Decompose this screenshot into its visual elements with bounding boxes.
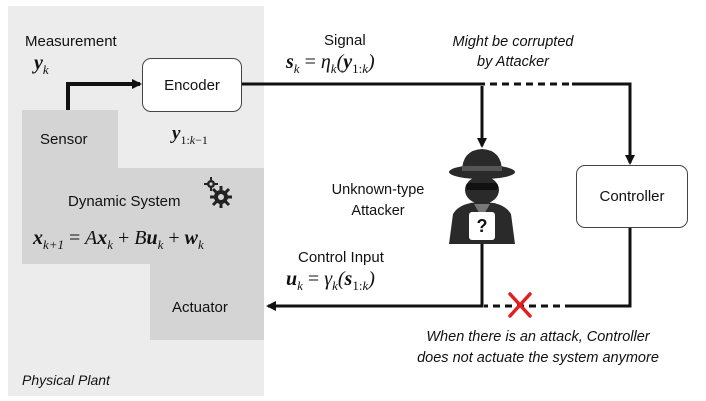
controller-box: Controller [576,165,688,228]
attacker-question-mark: ? [476,216,488,236]
signal-to-controller-wire [572,82,635,165]
measurement-wire [66,79,142,110]
attack-note-line1: When there is an attack, Controller [426,329,650,345]
sensor-label: Sensor [40,131,88,148]
dynamic-system-block [22,168,264,264]
dynamics-equation: xk+1 = Axk + Buk + wk [33,227,204,252]
corrupted-note-line2: by Attacker [477,54,549,70]
encoder-label: Encoder [164,76,220,94]
sensor-block [22,110,118,168]
physical-plant-label: Physical Plant [22,372,110,388]
attack-note-line2: does not actuate the system anymore [417,350,659,366]
signal-label: Signal [324,32,366,49]
cross-icon [508,292,532,318]
measurement-math: yk [34,52,49,77]
actuator-label: Actuator [172,299,228,316]
signal-math: sk = ηk(y1:k) [286,51,375,76]
corrupted-note: Might be corrupted by Attacker [428,32,598,72]
attacker-label: Unknown-type Attacker [328,180,428,222]
gears-icon [204,177,232,208]
encoder-history-math: y1:k−1 [172,123,208,147]
control-input-math: uk = γk(s1:k) [286,268,375,293]
measurement-label: Measurement [25,33,117,50]
attacker-label-line2: Attacker [351,203,405,219]
encoder-box: Encoder [142,58,242,112]
dynamic-system-label: Dynamic System [68,193,181,210]
actuator-block [150,264,264,340]
controller-output-wire [572,226,632,308]
control-input-label: Control Input [298,249,384,266]
controller-label: Controller [599,188,665,205]
attack-note: When there is an attack, Controller does… [388,327,688,369]
corrupted-note-line1: Might be corrupted [452,34,574,50]
control-input-wire [266,244,484,311]
attacker-label-line1: Unknown-type [331,182,425,198]
hacker-icon [449,149,515,244]
